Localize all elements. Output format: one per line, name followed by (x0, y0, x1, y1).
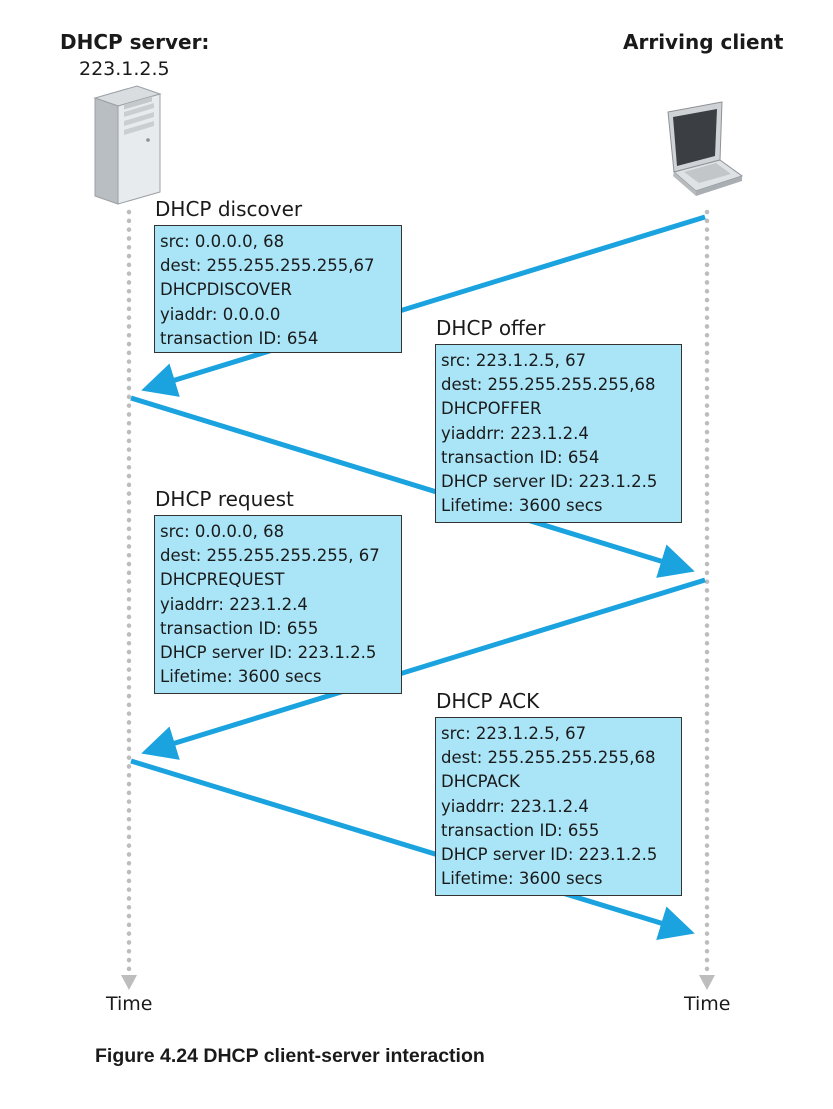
discover-line: yiaddr: 0.0.0.0 (160, 304, 281, 324)
request-line: src: 0.0.0.0, 68 (160, 522, 285, 541)
discover-line: src: 0.0.0.0, 68 (160, 232, 285, 251)
ack-line: transaction ID: 655 (441, 820, 600, 840)
ack-line: src: 223.1.2.5, 67 (441, 724, 587, 743)
ack-line: yiaddrr: 223.1.2.4 (441, 796, 589, 816)
discover-box: src: 0.0.0.0, 68 dest: 255.255.255.255,6… (154, 225, 402, 353)
request-title: DHCP request (155, 487, 294, 511)
offer-line: yiaddrr: 223.1.2.4 (441, 423, 589, 443)
ack-line: dest: 255.255.255.255,68 (441, 748, 656, 768)
offer-box: src: 223.1.2.5, 67 dest: 255.255.255.255… (435, 344, 682, 523)
offer-line: DHCPOFFER (441, 399, 542, 419)
offer-line: src: 223.1.2.5, 67 (441, 351, 587, 370)
ack-box: src: 223.1.2.5, 67 dest: 255.255.255.255… (435, 717, 682, 896)
ack-title: DHCP ACK (436, 689, 540, 713)
time-label-client: Time (684, 993, 731, 1015)
request-line: DHCP server ID: 223.1.2.5 (160, 643, 377, 663)
offer-line: Lifetime: 3600 secs (441, 496, 603, 516)
client-timeline-arrowhead (699, 975, 715, 990)
offer-title: DHCP offer (436, 316, 546, 340)
client-label: Arriving client (623, 30, 784, 54)
discover-arrow (141, 214, 706, 397)
offer-line: DHCP server ID: 223.1.2.5 (441, 472, 658, 492)
discover-title: DHCP discover (155, 197, 303, 221)
offer-line: dest: 255.255.255.255,68 (441, 375, 656, 395)
discover-line: transaction ID: 654 (160, 328, 319, 348)
server-label: DHCP server: (60, 30, 210, 54)
server-address: 223.1.2.5 (79, 58, 170, 80)
server-tower-icon (93, 85, 162, 205)
request-box: src: 0.0.0.0, 68 dest: 255.255.255.255, … (154, 515, 402, 694)
offer-line: transaction ID: 654 (441, 447, 600, 467)
request-line: DHCPREQUEST (160, 570, 285, 590)
offer-arrow (130, 395, 695, 578)
figure-caption: Figure 4.24 DHCP client-server interacti… (95, 1045, 485, 1067)
request-line: Lifetime: 3600 secs (160, 667, 322, 687)
time-label-server: Time (106, 993, 153, 1015)
request-line: yiaddrr: 223.1.2.4 (160, 594, 308, 614)
discover-line: dest: 255.255.255.255,67 (160, 256, 375, 276)
ack-line: DHCP server ID: 223.1.2.5 (441, 845, 658, 865)
ack-arrow (130, 758, 695, 940)
request-line: dest: 255.255.255.255, 67 (160, 546, 380, 566)
discover-line: DHCPDISCOVER (160, 280, 293, 300)
request-arrow (141, 577, 706, 760)
laptop-icon (667, 101, 744, 196)
ack-line: Lifetime: 3600 secs (441, 869, 603, 889)
request-line: transaction ID: 655 (160, 618, 319, 638)
server-timeline-arrowhead (121, 975, 137, 990)
ack-line: DHCPACK (441, 772, 520, 792)
